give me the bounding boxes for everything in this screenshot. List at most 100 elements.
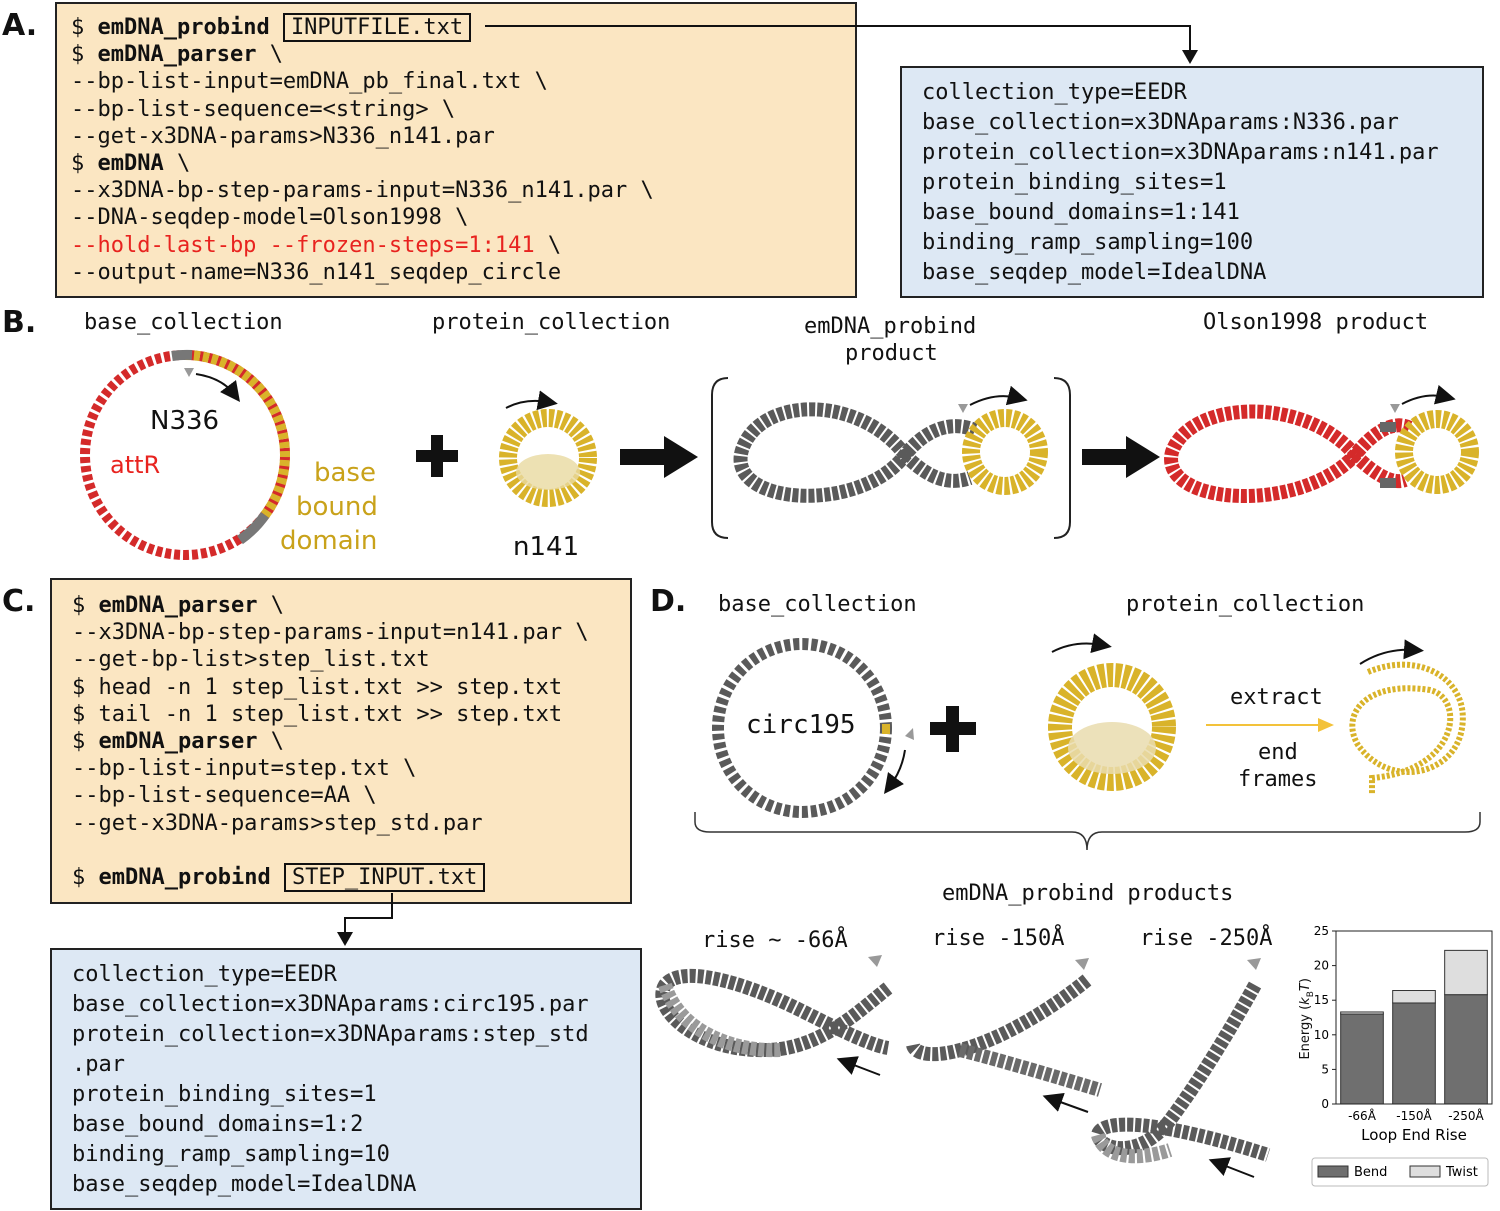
label-d-protein-collection: protein_collection: [1126, 592, 1365, 617]
product-structure-rise-250: [1090, 958, 1271, 1178]
highlighted-option: --hold-last-bp --frozen-steps=1:141: [71, 232, 535, 258]
input-line: binding_ramp_sampling=10: [72, 1142, 390, 1167]
panel-c-input-file: collection_type=EEDR base_collection=x3D…: [50, 948, 642, 1210]
label-base-bound-1: base: [314, 458, 376, 488]
panel-letter-d: D.: [650, 584, 687, 619]
panel-c-command-box: $ emDNA_parser \ --x3DNA-bp-step-params-…: [50, 578, 632, 904]
extract-arrow: [1206, 718, 1334, 732]
input-line: protein_binding_sites=1: [922, 170, 1227, 195]
label-base-bound-3: domain: [280, 526, 378, 556]
y-tick-label: 0: [1321, 1097, 1329, 1111]
label-probind-products: emDNA_probind products: [942, 881, 1234, 906]
label-probind-product-line2: product: [845, 341, 938, 366]
command-line: $ head -n 1 step_list.txt >> step.txt: [72, 674, 563, 700]
product-structure-rise-150: [906, 958, 1103, 1113]
command-line: --bp-list-sequence=AA \: [72, 783, 377, 809]
y-tick-label: 25: [1314, 924, 1329, 938]
label-probind-product-line1: emDNA_probind: [804, 314, 977, 339]
command-line: --bp-list-input=step.txt \: [72, 756, 417, 782]
label-d-base-collection: base_collection: [718, 592, 917, 617]
arrow-head: [337, 932, 353, 946]
chart-y-axis-label: Energy (kBT): [1298, 978, 1316, 1060]
label-n141: n141: [513, 532, 580, 562]
legend-label: Twist: [1445, 1165, 1478, 1180]
legend-label: Bend: [1354, 1165, 1387, 1180]
input-line: collection_type=EEDR: [922, 80, 1187, 105]
command-line: --x3DNA-bp-step-params-input=n141.par \: [72, 620, 589, 646]
bar-bend: [1392, 1002, 1436, 1105]
command-line: --bp-list-input=emDNA_pb_final.txt \: [71, 69, 548, 95]
connector-arrow: [344, 893, 393, 938]
input-line: base_bound_domains=1:141: [922, 200, 1240, 225]
y-tick-label: 20: [1314, 959, 1329, 973]
input-line: protein_collection=x3DNAparams:n141.par: [922, 140, 1439, 165]
panel-a-input-file: collection_type=EEDR base_collection=x3D…: [900, 66, 1484, 298]
command-line: --bp-list-sequence=<string> \: [71, 96, 456, 122]
bar-twist: [1444, 949, 1488, 996]
y-tick-label: 15: [1314, 993, 1329, 1007]
command-line: --output-name=N336_n141_seqdep_circle: [71, 259, 562, 285]
arrow-head: [1182, 50, 1198, 64]
label-rise-150: rise -150Å: [932, 926, 1065, 951]
x-tick-label: -150Å: [1396, 1108, 1432, 1123]
x-tick-label: -66Å: [1348, 1108, 1377, 1123]
command-line: $ emDNA_parser \: [72, 593, 284, 618]
curly-brace: [694, 812, 1481, 851]
n141-protein-structure: [499, 390, 597, 507]
plus-icon: [930, 706, 976, 752]
input-line: protein_collection=x3DNAparams:step_std: [72, 1022, 589, 1047]
command-line: --DNA-seqdep-model=Olson1998 \: [71, 205, 469, 231]
label-end-frames-2: frames: [1238, 767, 1318, 792]
panel-a-command-box: $ emDNA_probind INPUTFILE.txt $ emDNA_pa…: [55, 2, 857, 298]
olson-product-structure: [1164, 384, 1479, 504]
command-line: --get-x3DNA-params>step_std.par: [72, 810, 483, 836]
bar-bend: [1340, 1013, 1384, 1105]
command-line: $ emDNA_parser \: [71, 42, 283, 68]
bar-twist: [1392, 990, 1436, 1004]
input-line: base_seqdep_model=IdealDNA: [922, 260, 1267, 285]
label-rise-250: rise -250Å: [1140, 926, 1273, 951]
n336-minicircle: [80, 349, 290, 560]
connector-arrow: [485, 25, 1191, 58]
input-line: base_bound_domains=1:2: [72, 1112, 364, 1137]
command-line: --get-x3DNA-params>N336_n141.par: [71, 123, 495, 149]
command-line: --x3DNA-bp-step-params-input=N336_n141.p…: [71, 178, 654, 204]
label-n336: N336: [150, 406, 220, 436]
probind-product-structure: [733, 385, 1048, 503]
label-circ195: circ195: [746, 710, 856, 740]
circ195-minicircle: [712, 638, 914, 818]
panel-letter-b: B.: [2, 305, 37, 340]
command-line: $ tail -n 1 step_list.txt >> step.txt: [72, 701, 563, 727]
y-tick-label: 10: [1314, 1028, 1329, 1042]
command-line: --hold-last-bp --frozen-steps=1:141 \: [71, 232, 562, 258]
panel-letter-a: A.: [2, 8, 38, 43]
inputfile-box: INPUTFILE.txt: [282, 13, 472, 42]
legend-swatch: [1317, 1165, 1349, 1178]
command-line: $ emDNA_probind STEP_INPUT.txt: [72, 863, 630, 893]
input-line: binding_ramp_sampling=100: [922, 230, 1254, 255]
chart-frame: [1335, 930, 1493, 1105]
nucleosome-protein-structure: [1048, 633, 1176, 791]
input-line: base_collection=x3DNAparams:circ195.par: [72, 992, 589, 1017]
input-line: protein_binding_sites=1: [72, 1082, 377, 1107]
command-line: $ emDNA \: [71, 151, 191, 177]
plus-icon: [416, 435, 458, 477]
label-base-collection: base_collection: [84, 310, 283, 335]
left-bracket: [711, 377, 729, 539]
reaction-arrow: [1082, 436, 1160, 478]
command-line: $ emDNA_parser \: [72, 729, 284, 755]
bar-bend: [1444, 994, 1488, 1105]
input-line: base_seqdep_model=IdealDNA: [72, 1172, 417, 1197]
legend-swatch: [1409, 1165, 1441, 1178]
label-rise-66: rise ~ -66Å: [702, 928, 848, 953]
panel-letter-c: C.: [2, 584, 36, 619]
label-end-frames-1: end: [1258, 740, 1298, 765]
bar-twist: [1340, 1011, 1384, 1015]
input-line: collection_type=EEDR: [72, 962, 337, 987]
command-line: --get-bp-list>step_list.txt: [72, 647, 430, 673]
step-input-box: STEP_INPUT.txt: [283, 863, 486, 893]
right-bracket: [1053, 377, 1071, 539]
reaction-arrow: [620, 436, 698, 478]
label-base-bound-2: bound: [296, 492, 378, 522]
